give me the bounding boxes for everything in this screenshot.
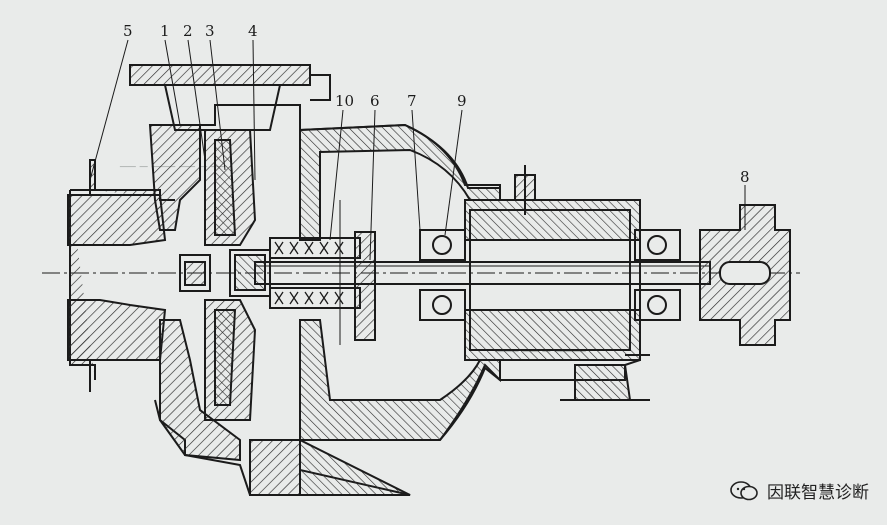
part-label: 3 bbox=[205, 22, 215, 40]
leader-10 bbox=[329, 109, 344, 241]
bearing-right bbox=[634, 229, 681, 321]
leader-2 bbox=[187, 39, 206, 161]
watermark: 因联智慧诊断 bbox=[729, 478, 869, 503]
leader-7 bbox=[411, 109, 421, 231]
part-label: 4 bbox=[248, 22, 258, 40]
leader-4 bbox=[252, 39, 256, 181]
bearing-left bbox=[419, 229, 466, 321]
leader-1 bbox=[164, 39, 181, 126]
leader-6 bbox=[369, 109, 376, 261]
leader-9 bbox=[444, 109, 463, 236]
watermark-text: 因联智慧诊断 bbox=[767, 483, 869, 503]
wechat-bubble-icon bbox=[730, 480, 758, 500]
part-label: 6 bbox=[370, 92, 380, 110]
leader-5 bbox=[89, 39, 129, 181]
discharge-flange bbox=[129, 64, 311, 86]
part-label: 1 bbox=[160, 22, 170, 40]
part-label: 9 bbox=[457, 92, 467, 110]
leader-3 bbox=[209, 39, 226, 171]
part-label: 7 bbox=[407, 92, 417, 110]
part-label: 10 bbox=[335, 92, 354, 110]
part-label: 5 bbox=[123, 22, 133, 40]
part-label: 2 bbox=[183, 22, 193, 40]
part-label: 8 bbox=[740, 168, 750, 186]
